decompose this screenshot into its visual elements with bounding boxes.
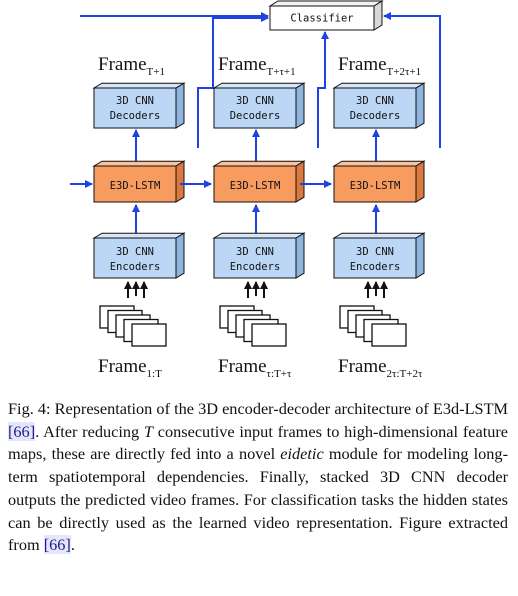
e3d-lstm-box: E3D-LSTM	[92, 160, 186, 203]
frame-label-subscript: T+τ+1	[267, 66, 296, 78]
classifier-label: Classifier	[290, 13, 353, 25]
figure-caption: Fig. 4: Representation of the 3D encoder…	[8, 398, 508, 557]
decoder-label-line1: 3D CNN	[236, 95, 274, 107]
encoder-label-line2: Encoders	[230, 261, 281, 273]
encoder-box: 3D CNN Encoders	[92, 232, 186, 279]
frame-label-subscript: 2τ:T+2τ	[387, 368, 423, 380]
frame-label-base: Frame	[338, 54, 387, 75]
e3d-lstm-box: E3D-LSTM	[332, 160, 426, 203]
decoder-box: 3D CNN Decoders	[92, 82, 186, 129]
predicted-frame-label: FrameT+2τ+1	[338, 54, 421, 78]
encoder-label-line1: 3D CNN	[356, 246, 394, 258]
frame-label-base: Frame	[218, 356, 267, 377]
lstm-label: E3D-LSTM	[110, 180, 161, 192]
frame-label-subscript: T+2τ+1	[387, 66, 422, 78]
decoder-label-line2: Decoders	[230, 110, 281, 122]
input-frames-stack	[99, 305, 167, 347]
classifier-box: Classifier	[268, 0, 384, 31]
caption-text-5: .	[70, 535, 75, 555]
caption-eidetic: eidetic	[280, 444, 324, 464]
encoder-label-line1: 3D CNN	[116, 246, 154, 258]
encoder-label-line1: 3D CNN	[236, 246, 274, 258]
lstm-label: E3D-LSTM	[350, 180, 401, 192]
frame-label-subscript: T+1	[147, 66, 165, 78]
citation-link-66[interactable]: [66]	[8, 421, 36, 441]
input-frame-label: Frameτ:T+τ	[218, 356, 292, 380]
decoder-label-line1: 3D CNN	[356, 95, 394, 107]
citation-link-66-second[interactable]: [66]	[43, 535, 71, 555]
encoder-box: 3D CNN Encoders	[332, 232, 426, 279]
frame-label-base: Frame	[218, 54, 267, 75]
frame-label-subscript: τ:T+τ	[267, 368, 292, 380]
e3d-lstm-box: E3D-LSTM	[212, 160, 306, 203]
decoder-label-line2: Decoders	[350, 110, 401, 122]
caption-text-1: Representation of the 3D encoder-decoder…	[50, 399, 508, 418]
decoder-box: 3D CNN Decoders	[332, 82, 426, 129]
input-frames-stack	[219, 305, 287, 347]
frame-label-subscript: 1:T	[147, 368, 163, 380]
caption-label: Fig. 4:	[8, 399, 51, 418]
encoder-label-line2: Encoders	[110, 261, 161, 273]
caption-text-3: consecutive input frames to high-dimensi…	[8, 421, 509, 464]
encoder-label-line2: Encoders	[350, 261, 401, 273]
predicted-frame-label: FrameT+τ+1	[218, 54, 296, 78]
classifier-connections	[80, 12, 441, 148]
input-frame-label: Frame2τ:T+2τ	[338, 356, 423, 380]
encoder-box: 3D CNN Encoders	[212, 232, 306, 279]
input-frames-stack	[339, 305, 407, 347]
frame-label-base: Frame	[98, 356, 147, 377]
frame-label-base: Frame	[338, 356, 387, 377]
caption-T: T	[143, 421, 153, 441]
frame-label-base: Frame	[98, 54, 147, 75]
input-frame-label: Frame1:T	[98, 356, 162, 380]
lstm-label: E3D-LSTM	[230, 180, 281, 192]
decoder-box: 3D CNN Decoders	[212, 82, 306, 129]
decoder-label-line2: Decoders	[110, 110, 161, 122]
architecture-diagram: Classifier FrameT+13D CNNDecodersE3D-LST…	[70, 0, 441, 380]
decoder-label-line1: 3D CNN	[116, 95, 154, 107]
predicted-frame-label: FrameT+1	[98, 54, 165, 78]
caption-text-4: module for modeling long-term spatiotemp…	[8, 444, 508, 555]
caption-text-2: . After reducing	[35, 421, 144, 441]
